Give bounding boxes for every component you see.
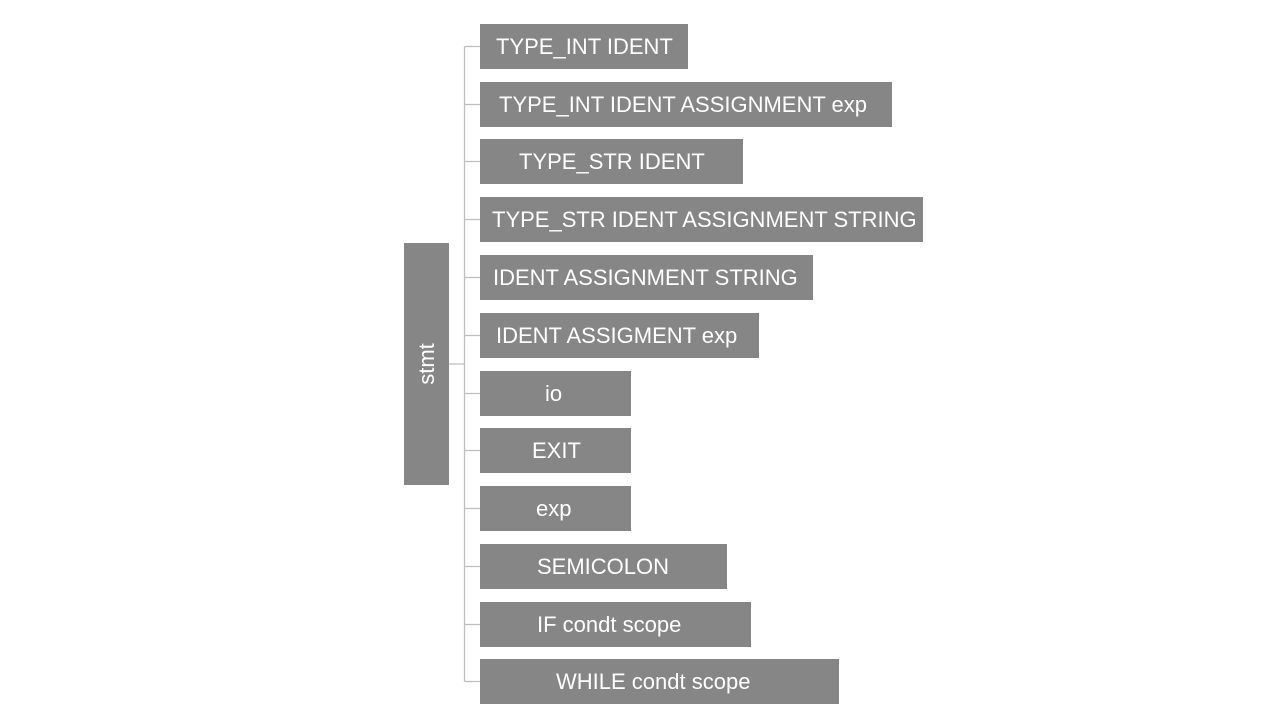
child-node-ident-assignment-string: IDENT ASSIGNMENT STRING xyxy=(480,255,813,300)
child-node-semicolon: SEMICOLON xyxy=(480,544,727,589)
child-node-while-condt-scope: WHILE condt scope xyxy=(480,659,839,704)
root-node-stmt: stmt xyxy=(404,243,449,485)
child-node-exp: exp xyxy=(480,486,631,531)
child-node-type-int-ident: TYPE_INT IDENT xyxy=(480,24,688,69)
child-node-type-str-ident: TYPE_STR IDENT xyxy=(480,139,743,184)
child-node-type-str-ident-assignment-string: TYPE_STR IDENT ASSIGNMENT STRING xyxy=(480,197,923,242)
child-node-if-condt-scope: IF condt scope xyxy=(480,602,751,647)
child-node-exit: EXIT xyxy=(480,428,631,473)
child-node-io: io xyxy=(480,371,631,416)
child-node-ident-assigment-exp: IDENT ASSIGMENT exp xyxy=(480,313,759,358)
child-node-type-int-ident-assignment-exp: TYPE_INT IDENT ASSIGNMENT exp xyxy=(480,82,892,127)
root-node-label: stmt xyxy=(413,343,439,385)
